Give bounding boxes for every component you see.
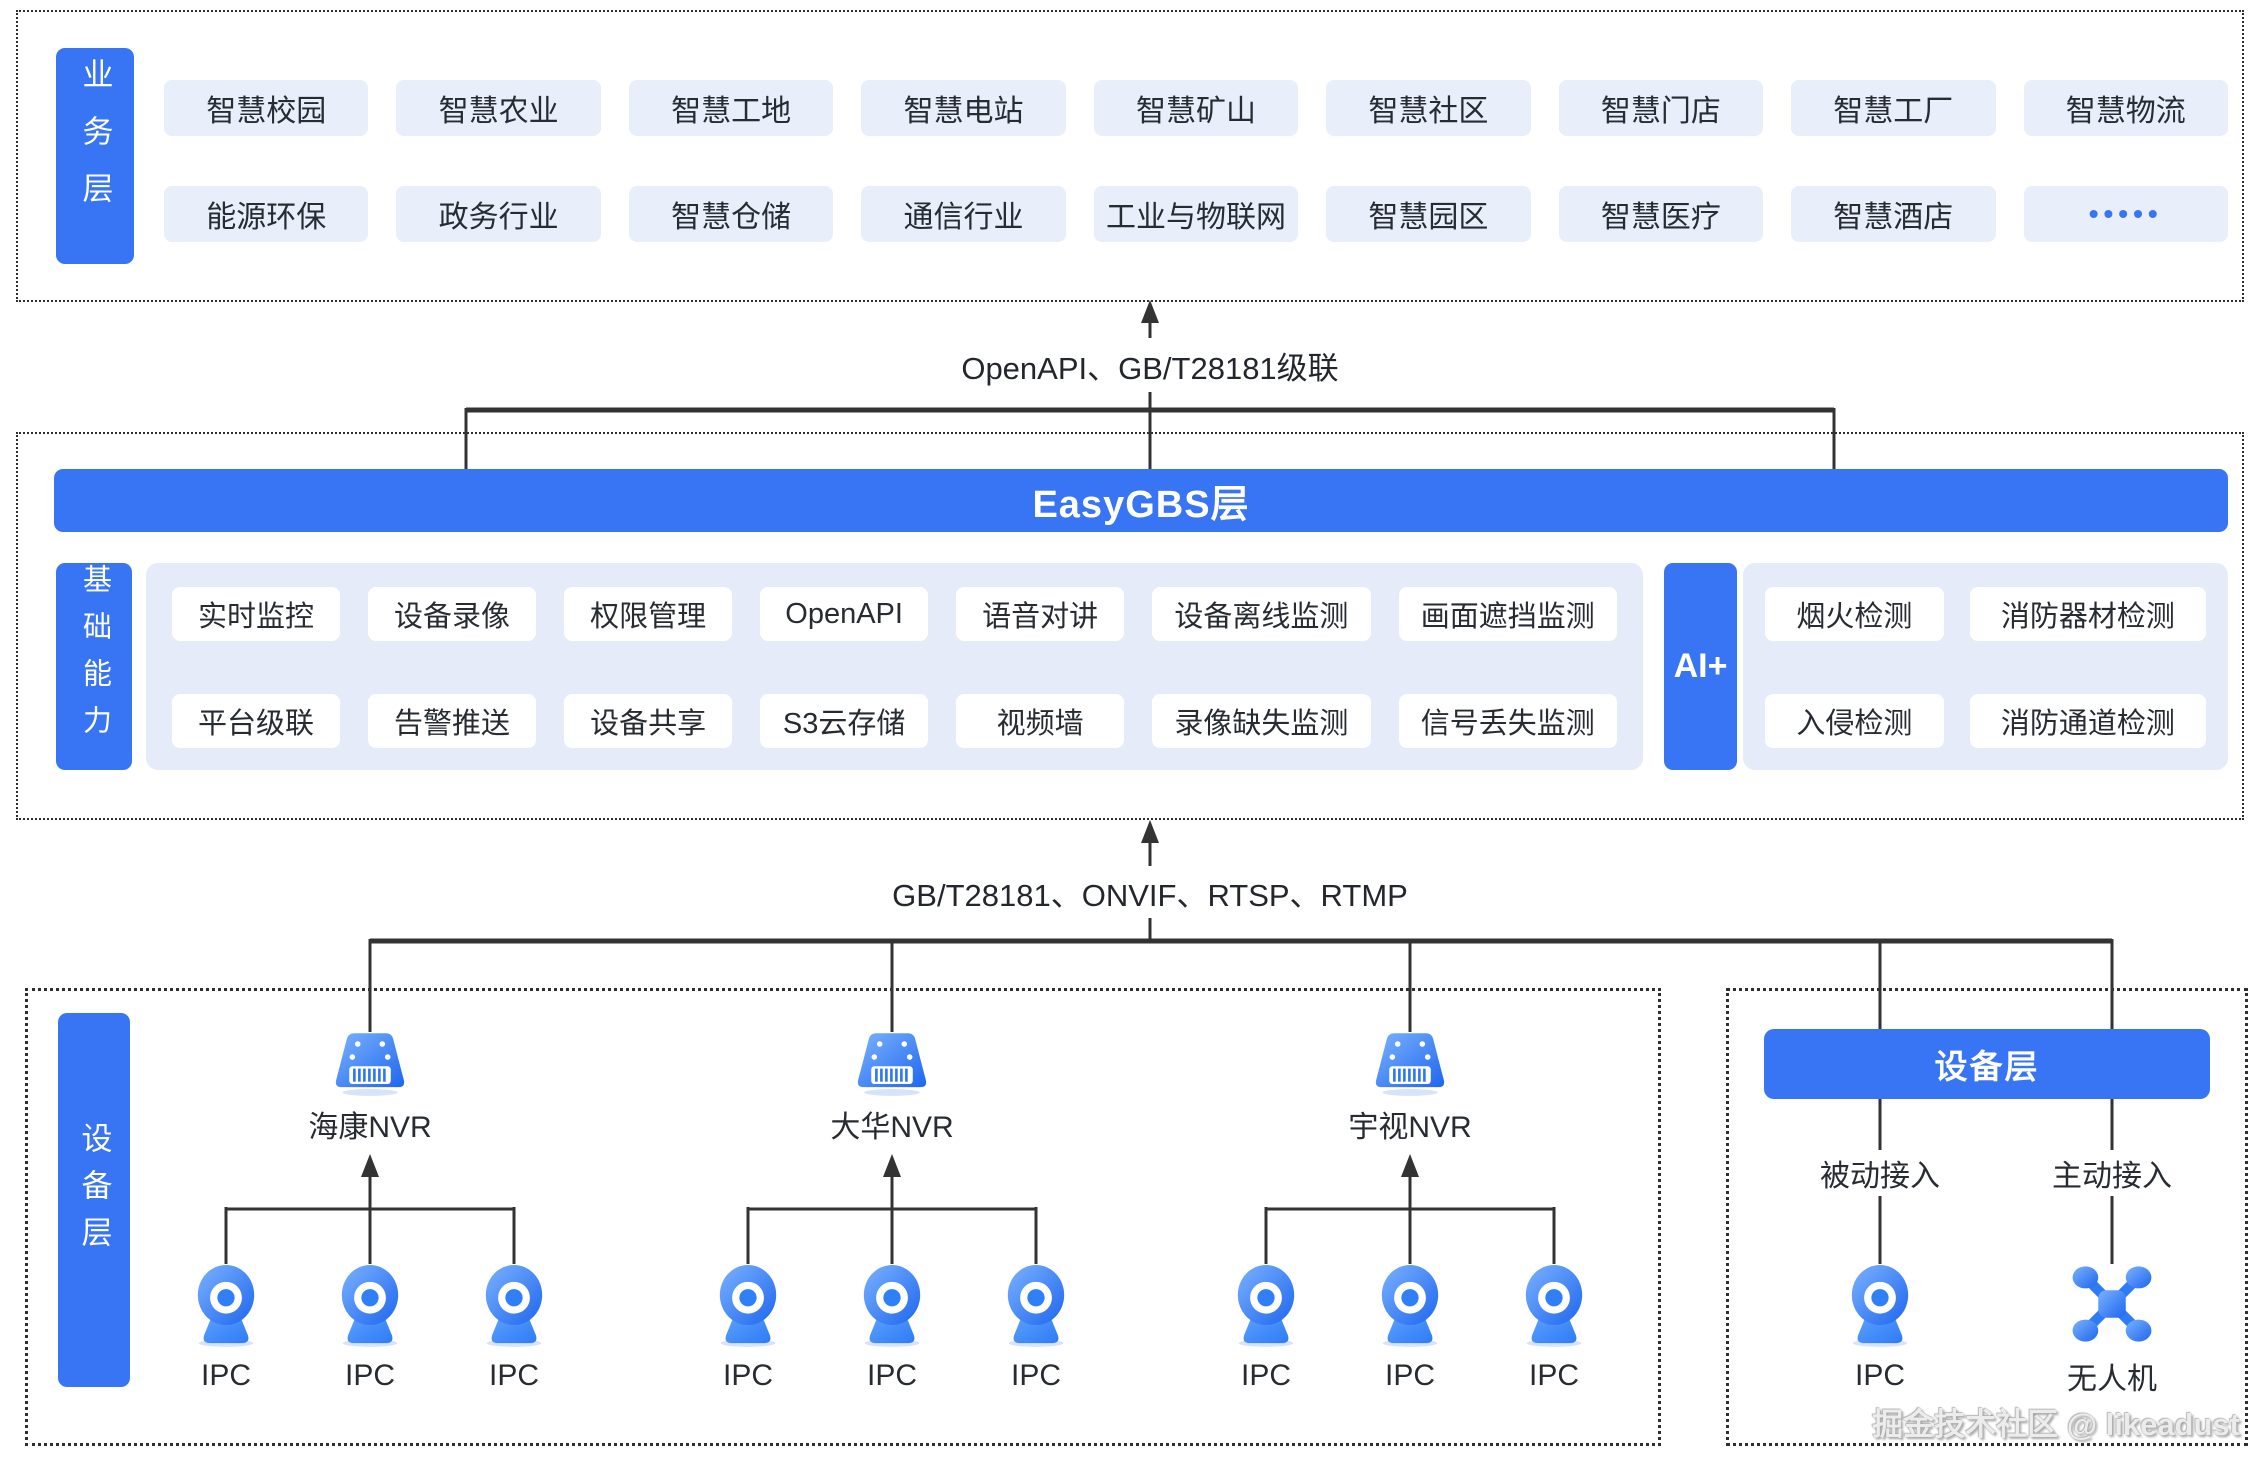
ipc-camera-icon — [1840, 1262, 1920, 1348]
ipc-camera-icon — [1370, 1262, 1450, 1348]
nvr-icon — [1370, 1030, 1450, 1098]
easygbs-layer-title: EasyGBS层 — [1032, 484, 1250, 526]
capability-layer-label: 基础能力 — [56, 563, 132, 770]
capability-row-2: 平台级联 告警推送 设备共享 S3云存储 视频墙 录像缺失监测 信号丢失监测 — [172, 694, 1618, 748]
capability-item: S3云存储 — [760, 694, 929, 748]
business-item-more: ••••• — [2023, 186, 2228, 242]
ipc-label: IPC — [866, 1359, 917, 1392]
active-access-label: 主动接入 — [2002, 1150, 2222, 1196]
business-item: 政务行业 — [396, 186, 601, 242]
capability-item: 权限管理 — [564, 587, 733, 641]
ipc-camera-icon — [186, 1262, 266, 1348]
platform-layer-box — [16, 432, 2244, 820]
business-layer-label-text: 业务层 — [77, 57, 113, 229]
ipc-camera-icon — [474, 1262, 554, 1348]
business-item: 智慧矿山 — [1093, 80, 1299, 136]
nvr-name: 海康NVR — [308, 1111, 432, 1144]
business-item: 智慧酒店 — [1791, 186, 1996, 242]
capability-container: 实时监控 设备录像 权限管理 OpenAPI 语音对讲 设备离线监测 画面遮挡监… — [146, 563, 1643, 770]
capability-item: 平台级联 — [172, 694, 341, 748]
capability-item: 设备共享 — [564, 694, 733, 748]
business-item: 智慧电站 — [861, 80, 1066, 136]
business-item: 智慧农业 — [396, 80, 601, 136]
business-item: 智慧工厂 — [1791, 80, 1996, 136]
ai-row-1: 烟火检测 消防器材检测 — [1765, 587, 2206, 641]
capability-row-1: 实时监控 设备录像 权限管理 OpenAPI 语音对讲 设备离线监测 画面遮挡监… — [172, 587, 1618, 641]
drone-label: 无人机 — [2067, 1363, 2157, 1396]
ipc-camera-icon — [1514, 1262, 1594, 1348]
business-layer-box — [16, 10, 2244, 302]
ipc-label: IPC — [1384, 1359, 1435, 1392]
capability-item: OpenAPI — [760, 587, 929, 641]
drone-icon — [2068, 1260, 2156, 1348]
business-layer-label: 业务层 — [56, 48, 134, 264]
nvr-name: 宇视NVR — [1348, 1111, 1472, 1144]
ai-item: 入侵检测 — [1765, 694, 1944, 748]
ipc-label: IPC — [488, 1359, 539, 1392]
capability-layer-label-text: 基础能力 — [78, 563, 111, 752]
watermark: 掘金技术社区 @ likeadust — [1872, 1406, 2240, 1442]
device-layer-label: 设备层 — [58, 1013, 130, 1387]
business-item: 智慧校园 — [164, 80, 369, 136]
business-item: 能源环保 — [164, 186, 369, 242]
nvr-icon — [330, 1030, 410, 1098]
nvr-icon — [852, 1030, 932, 1098]
device-access-header: 设备层 — [1764, 1029, 2210, 1099]
connector-top-label: OpenAPI、GB/T28181级联 — [830, 338, 1470, 392]
business-item: 智慧社区 — [1326, 80, 1531, 136]
capability-item: 信号丢失监测 — [1398, 694, 1618, 748]
ipc-label: IPC — [1854, 1359, 1905, 1392]
ipc-label: IPC — [1010, 1359, 1061, 1392]
capability-item: 告警推送 — [368, 694, 537, 748]
nvr-name: 大华NVR — [830, 1111, 954, 1144]
device-access-box — [1726, 988, 2248, 1446]
capability-item: 设备录像 — [368, 587, 537, 641]
capability-item: 设备离线监测 — [1152, 587, 1371, 641]
ipc-camera-icon — [330, 1262, 410, 1348]
ipc-camera-icon — [996, 1262, 1076, 1348]
business-item: 智慧物流 — [2023, 80, 2228, 136]
ai-plus-label: AI+ — [1673, 647, 1728, 685]
device-access-header-text: 设备层 — [1934, 1048, 2040, 1085]
business-item: 智慧工地 — [628, 80, 834, 136]
ai-plus-bar: AI+ — [1664, 563, 1737, 770]
ai-item: 消防器材检测 — [1969, 587, 2206, 641]
capability-item: 视频墙 — [956, 694, 1125, 748]
business-item: 通信行业 — [861, 186, 1066, 242]
business-item: 工业与物联网 — [1093, 186, 1299, 242]
connector-bottom-label: GB/T28181、ONVIF、RTSP、RTMP — [790, 866, 1510, 918]
business-item: 智慧园区 — [1326, 186, 1531, 242]
capability-item: 录像缺失监测 — [1152, 694, 1371, 748]
ai-row-2: 入侵检测 消防通道检测 — [1765, 694, 2206, 748]
ipc-label: IPC — [1528, 1359, 1579, 1392]
ipc-label: IPC — [722, 1359, 773, 1392]
device-layer-box — [25, 988, 1661, 1446]
ai-item: 烟火检测 — [1765, 587, 1944, 641]
business-item: 智慧仓储 — [628, 186, 834, 242]
business-item: 智慧门店 — [1558, 80, 1764, 136]
capability-item: 语音对讲 — [956, 587, 1125, 641]
ipc-camera-icon — [852, 1262, 932, 1348]
capability-item: 实时监控 — [172, 587, 341, 641]
business-item: 智慧医疗 — [1558, 186, 1764, 242]
business-row-1: 智慧校园 智慧农业 智慧工地 智慧电站 智慧矿山 智慧社区 智慧门店 智慧工厂 … — [164, 80, 2228, 136]
ai-item: 消防通道检测 — [1969, 694, 2206, 748]
ai-capability-container: 烟火检测 消防器材检测 入侵检测 消防通道检测 — [1743, 563, 2228, 770]
device-layer-label-text: 设备层 — [76, 1121, 112, 1263]
business-row-2: 能源环保 政务行业 智慧仓储 通信行业 工业与物联网 智慧园区 智慧医疗 智慧酒… — [164, 186, 2228, 242]
ipc-label: IPC — [1240, 1359, 1291, 1392]
ipc-camera-icon — [708, 1262, 788, 1348]
passive-access-label: 被动接入 — [1770, 1150, 1990, 1196]
ipc-label: IPC — [200, 1359, 251, 1392]
ipc-label: IPC — [344, 1359, 395, 1392]
capability-item: 画面遮挡监测 — [1398, 587, 1618, 641]
easygbs-layer-bar: EasyGBS层 — [54, 469, 2228, 532]
ipc-camera-icon — [1226, 1262, 1306, 1348]
